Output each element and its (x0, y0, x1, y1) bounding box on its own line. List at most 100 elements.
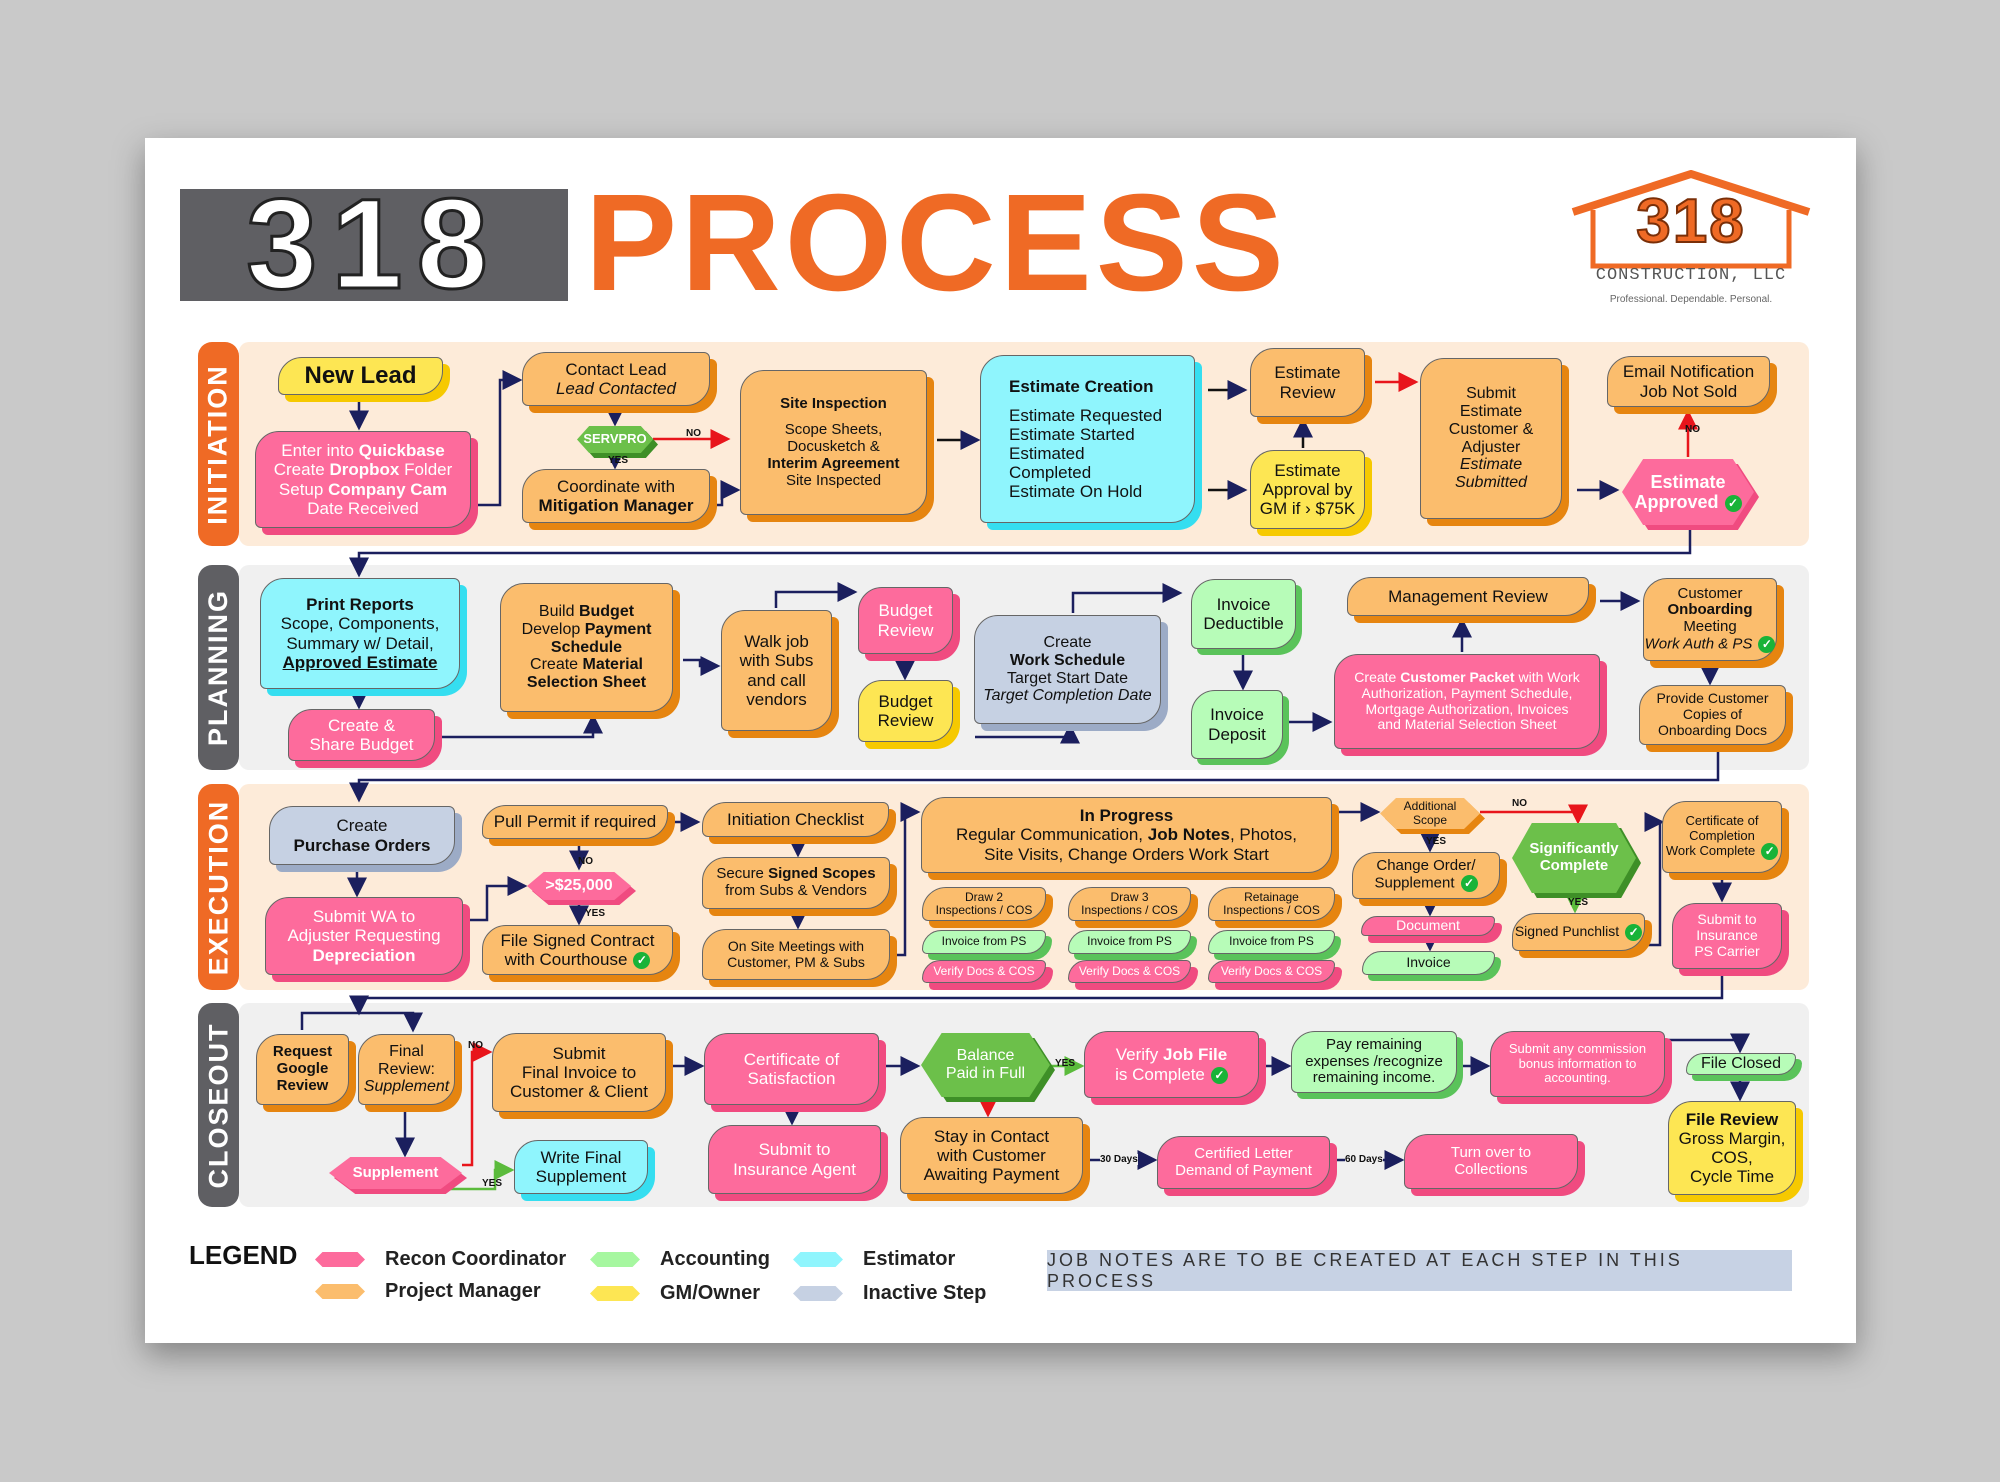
legend-swatch (793, 1252, 843, 1267)
step-text: remaining income. (1312, 1069, 1436, 1087)
step-line: Final (389, 1043, 424, 1061)
step-line: Insurance Agent (733, 1160, 856, 1179)
lane-label-planning: PLANNING (198, 565, 239, 770)
step-text: Create & (327, 715, 396, 735)
step-line: GM if › $75K (1260, 499, 1355, 518)
step-line: Draw 2 (965, 890, 1003, 904)
step-line: Submit to (759, 1140, 831, 1159)
step-line: Submit any commission (1509, 1041, 1646, 1057)
create-share-budget-step: Create &Share Budget (288, 709, 435, 761)
step-text: is Complete (1115, 1064, 1205, 1084)
step-line: Regular Communication, Job Notes, Photos… (956, 825, 1297, 844)
step-text: GM if › $75K (1259, 499, 1356, 519)
step-line: Submit WA to (313, 907, 415, 926)
step-text: Supplement (352, 1163, 439, 1181)
step-text: Stay in Contact (933, 1126, 1050, 1146)
step-line: Customer, PM & Subs (727, 954, 865, 971)
step-line: Invoice (1217, 595, 1271, 614)
step-line: Verify Job File (1116, 1045, 1227, 1064)
connector-label: NO (578, 856, 593, 867)
step-line: Significantly (1529, 840, 1618, 858)
verify-docs-2-step: Verify Docs & COS (1068, 960, 1191, 983)
step-line: Certificate of (1686, 813, 1759, 829)
step-line: Selection Sheet (527, 674, 646, 692)
step-line: Insurance (1696, 927, 1757, 944)
legend-label: GM/Owner (660, 1282, 761, 1304)
connector-arrow (1665, 1033, 1750, 1054)
step-line: Depreciation (313, 946, 416, 965)
step-line: Work Auth & PS✓ (1645, 636, 1776, 654)
connector-arrow (438, 713, 603, 739)
legend-title: LEGEND (189, 1240, 298, 1270)
connector-arrow (300, 1011, 423, 1033)
step-text: Draw 3 (1110, 889, 1149, 904)
legend-label: Recon Coordinator (385, 1248, 567, 1270)
step-line: Balance (957, 1047, 1015, 1065)
step-text: expenses /recognize (1305, 1052, 1443, 1070)
connector-arrow (774, 582, 858, 608)
verify-docs-1-step: Verify Docs & COS (922, 960, 1046, 983)
lane-label-execution: EXECUTION (198, 784, 239, 990)
step-text: Job Notes (1147, 825, 1230, 845)
connector-label: YES (1568, 897, 1589, 908)
step-text: On Site Meetings with (727, 937, 865, 954)
step-line: Review (878, 621, 934, 640)
step-text: Google (276, 1060, 329, 1078)
verify-docs-3-step: Verify Docs & COS (1208, 960, 1335, 983)
step-text: Supplement (363, 1078, 450, 1096)
step-line: Approval by (1263, 480, 1353, 499)
step-text: Budget (578, 602, 635, 620)
step-text: Regular Communication, (955, 825, 1148, 845)
step-text: Target Start Date (1007, 669, 1128, 687)
step-line: Target Start Date (1007, 670, 1128, 688)
step-text: Cycle Time (1689, 1167, 1775, 1187)
servpro-step: SERVPRO (577, 426, 653, 453)
job-notes-banner: JOB NOTES ARE TO BE CREATED AT EACH STEP… (1047, 1250, 1792, 1291)
step-line: Build Budget (539, 603, 634, 621)
step-line: Walk job (744, 632, 809, 651)
step-line: Review (277, 1077, 329, 1095)
legend-label: Accounting (660, 1248, 770, 1270)
step-text: Gross Margin, (1678, 1128, 1786, 1148)
step-line: Review (1280, 383, 1336, 402)
step-line: Site Inspected (786, 472, 881, 490)
step-text: Estimate (1459, 402, 1523, 420)
step-text: Payment (584, 620, 652, 638)
step-line: Deposit (1208, 725, 1266, 744)
step-line: Work Schedule (1010, 652, 1125, 670)
step-line: Change Order/ (1376, 858, 1475, 875)
step-line: and Material Selection Sheet (1377, 716, 1557, 733)
step-line: Enter into Quickbase (281, 441, 445, 460)
step-text: Estimated (1009, 444, 1085, 463)
step-text: Inspections / COS (1081, 903, 1178, 917)
step-line: Inspections / COS (936, 903, 1033, 917)
step-text: Scope (1412, 812, 1448, 827)
step-text: Adjuster Requesting (287, 926, 441, 946)
step-text: Change Order/ (1376, 857, 1476, 875)
step-line: Pull Permit if required (494, 812, 657, 831)
step-text: Estimate Requested (1009, 405, 1163, 425)
connector-label: YES (608, 455, 629, 466)
step-line: Site Visits, Change Orders Work Start (984, 845, 1269, 864)
step-line: Schedule (551, 639, 622, 657)
step-line: expenses /recognize (1305, 1052, 1443, 1071)
management-review-step: Management Review (1347, 577, 1589, 616)
step-line: Authorization, Payment Schedule, (1362, 685, 1573, 702)
step-text: Invoice from PS (941, 934, 1027, 949)
step-line: Invoice from PS (942, 935, 1027, 948)
step-text: Insurance Agent (733, 1159, 856, 1179)
step-line: Site Inspection (780, 395, 887, 413)
connector-arrow (466, 876, 528, 922)
step-line: is Complete✓ (1115, 1065, 1228, 1084)
step-text: and Material Selection Sheet (1377, 716, 1557, 733)
